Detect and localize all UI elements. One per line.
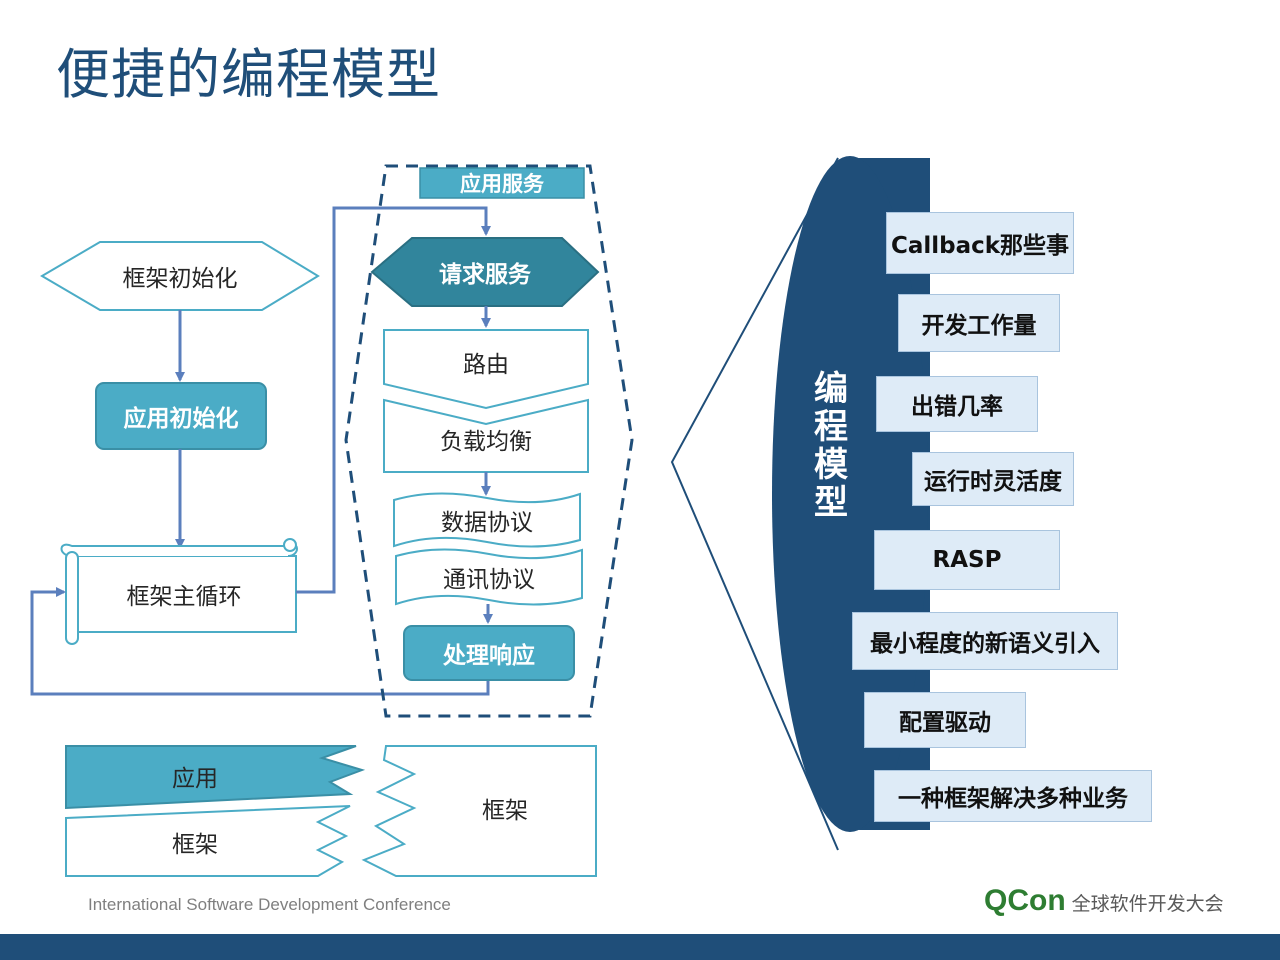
app-service-header: 应用服务 — [460, 172, 544, 196]
model-bracket — [670, 157, 839, 851]
model-label: 编程模型 — [814, 369, 848, 523]
app-service-container — [344, 164, 634, 718]
load-balance-label: 负载均衡 — [440, 429, 532, 455]
loop-connector-return — [30, 587, 490, 696]
loop-connector-out — [296, 206, 491, 594]
bottom-bar — [0, 934, 1280, 960]
app-init-label: 应用初始化 — [123, 406, 239, 432]
framework-loop-label: 框架主循环 — [126, 584, 242, 610]
app-layer-shape — [65, 745, 366, 810]
model-item-error-rate: 出错几率 — [876, 376, 1038, 432]
data-protocol-label: 数据协议 — [441, 510, 533, 536]
model-item-runtime-flex: 运行时灵活度 — [912, 452, 1074, 506]
comm-protocol-label: 通讯协议 — [443, 567, 535, 593]
response-shape — [403, 625, 575, 681]
page-title: 便捷的编程模型 — [56, 43, 441, 106]
qcon-logo: QCon 全球软件开发大会 — [984, 884, 1224, 918]
framework-layer-left-shape — [65, 805, 351, 877]
model-item-dev-workload: 开发工作量 — [898, 294, 1060, 352]
framework-init-label: 框架初始化 — [122, 266, 238, 292]
app-service-header-shape — [419, 167, 585, 199]
load-balance-shape — [383, 398, 589, 473]
model-item-one-framework: 一种框架解决多种业务 — [874, 770, 1152, 822]
comm-protocol-shape — [395, 548, 583, 606]
data-protocol-shape — [393, 492, 581, 548]
framework-layer-right-label: 框架 — [482, 798, 528, 824]
model-item-callback: Callback那些事 — [886, 212, 1074, 274]
qcon-brand-sub: 全球软件开发大会 — [1071, 893, 1224, 915]
routing-shape — [383, 329, 589, 410]
conference-name: International Software Development Confe… — [88, 895, 451, 914]
request-service-label: 请求服务 — [439, 262, 531, 288]
model-item-min-semantics: 最小程度的新语义引入 — [852, 612, 1118, 670]
response-label: 处理响应 — [443, 643, 535, 669]
model-item-rasp: RASP — [874, 530, 1060, 590]
routing-label: 路由 — [463, 352, 509, 378]
framework-layer-right-shape — [361, 745, 597, 877]
framework-loop-shape — [60, 538, 298, 645]
framework-init-shape — [40, 241, 320, 311]
app-layer-label: 应用 — [172, 766, 218, 792]
qcon-brand: QCon — [984, 884, 1066, 917]
framework-layer-left-label: 框架 — [172, 832, 218, 858]
model-item-config-driven: 配置驱动 — [864, 692, 1026, 748]
request-service-shape — [370, 237, 600, 307]
